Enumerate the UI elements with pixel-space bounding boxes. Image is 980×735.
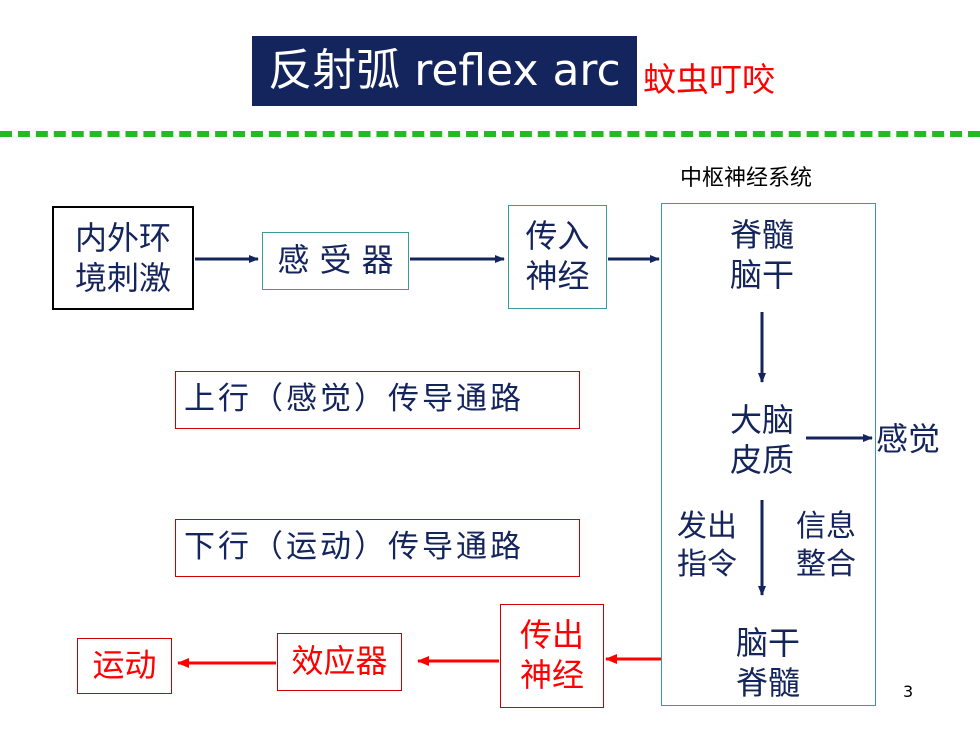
cortex-line-2: 皮质: [729, 441, 794, 479]
stimulus-box: 内外环 境刺激: [52, 206, 194, 310]
stimulus-line-1: 内外环: [74, 219, 171, 257]
descending-pathway-box: 下行（运动）传导通路: [175, 519, 580, 577]
brainstem-bottom-line-1: 脑干: [735, 624, 800, 662]
effector-label: 效应器: [291, 642, 388, 680]
movement-box: 运动: [77, 638, 172, 694]
cortex-node: 大脑 皮质: [712, 400, 812, 480]
issue-command-line-2: 指令: [677, 547, 737, 582]
afferent-line-1: 传入: [525, 217, 590, 255]
receptor-label: 感 受 器: [277, 241, 394, 279]
brainstem-spinal-bottom: 脑干 脊髓: [718, 623, 818, 703]
cns-container: [661, 203, 876, 706]
movement-label: 运动: [92, 646, 157, 684]
spinal-top-line-2: 脑干: [729, 256, 794, 294]
page-number: 3: [903, 682, 914, 701]
slide-subtitle: 蚊虫叮咬: [643, 60, 775, 99]
integrate-label: 信息 整合: [784, 508, 868, 584]
integrate-line-1: 信息: [796, 509, 856, 544]
afferent-line-2: 神经: [525, 257, 590, 295]
receptor-box: 感 受 器: [262, 232, 409, 290]
efferent-line-2: 神经: [519, 656, 584, 694]
effector-box: 效应器: [277, 633, 402, 691]
spinal-brainstem-top: 脊髓 脑干: [712, 215, 812, 295]
afferent-nerve-box: 传入 神经: [508, 205, 607, 309]
issue-command-line-1: 发出: [677, 509, 737, 544]
dashed-divider: [0, 131, 980, 137]
descending-pathway-label: 下行（运动）传导通路: [184, 529, 524, 565]
sensation-label: 感觉: [876, 420, 941, 458]
issue-command-label: 发出 指令: [665, 508, 749, 584]
efferent-line-1: 传出: [519, 616, 584, 654]
cortex-line-1: 大脑: [729, 401, 794, 439]
ascending-pathway-box: 上行（感觉）传导通路: [175, 371, 580, 429]
efferent-nerve-box: 传出 神经: [500, 604, 604, 708]
slide-title: 反射弧 reflex arc: [252, 36, 637, 106]
cns-label: 中枢神经系统: [680, 166, 813, 191]
integrate-line-2: 整合: [796, 547, 856, 582]
brainstem-bottom-line-2: 脊髓: [735, 664, 800, 702]
spinal-top-line-1: 脊髓: [729, 216, 794, 254]
stimulus-line-2: 境刺激: [74, 259, 171, 297]
ascending-pathway-label: 上行（感觉）传导通路: [184, 381, 524, 417]
